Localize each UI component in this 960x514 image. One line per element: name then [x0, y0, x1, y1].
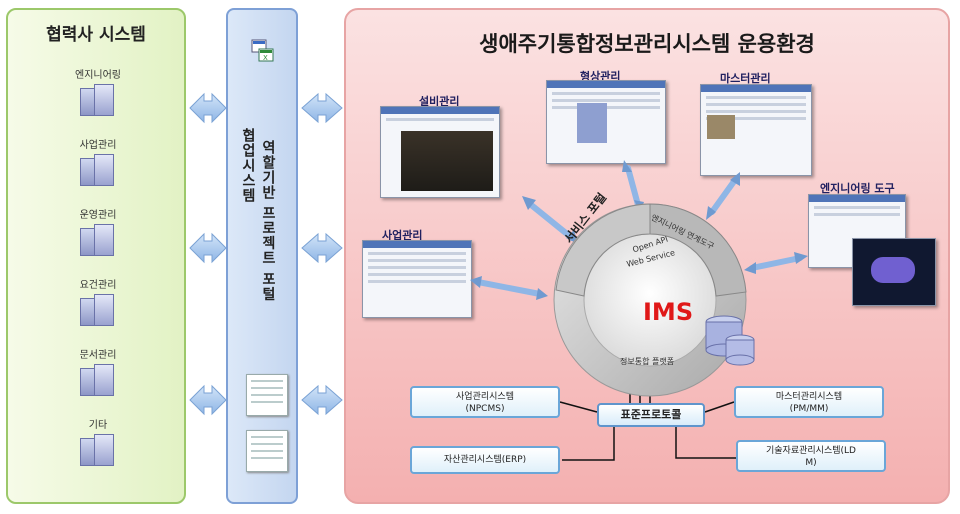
image-screenshot [546, 80, 666, 164]
module-label-master: 마스터관리 [720, 72, 771, 85]
module-label-engineering-tool: 엔지니어링 도구 [820, 182, 895, 195]
partner-item-engineering[interactable]: 엔지니어링 [48, 66, 148, 120]
system-pmmm-label: 마스터관리시스템 [775, 392, 843, 402]
partner-systems-panel: 협력사 시스템 엔지니어링 사업관리 운영관리 요건관리 문서관리 기타 [6, 8, 186, 504]
server-icon [76, 154, 120, 186]
server-icon [76, 434, 120, 466]
business-screenshot [362, 240, 472, 318]
partner-item-operation[interactable]: 운영관리 [48, 206, 148, 260]
double-arrow [749, 255, 803, 271]
system-npcms-label: 사업관리시스템 [456, 392, 514, 402]
partner-item-other[interactable]: 기타 [48, 416, 148, 470]
portal-label-col1: 역할기반 프로젝트 포털 [260, 140, 276, 302]
double-arrow [301, 92, 343, 124]
system-ldm-label-2: M) [805, 458, 817, 468]
double-arrow [709, 177, 738, 215]
database-icon [705, 315, 755, 366]
server-icon [76, 84, 120, 116]
double-arrow [301, 384, 343, 416]
collaboration-portal-panel: X 역할기반 프로젝트 포털 협업시스템 [226, 8, 298, 504]
partner-item-label: 사업관리 [79, 140, 117, 151]
partner-title: 협력사 시스템 [46, 25, 146, 45]
double-arrow [527, 201, 575, 241]
system-erp[interactable]: 자산관리시스템(ERP) [410, 446, 560, 474]
double-arrow [189, 384, 227, 416]
module-label-business: 사업관리 [382, 229, 423, 242]
document-thumbnail [246, 374, 288, 416]
system-pmmm[interactable]: 마스터관리시스템 (PM/MM) [734, 386, 884, 418]
facility-screenshot [380, 106, 500, 198]
partner-item-business[interactable]: 사업관리 [48, 136, 148, 190]
ims-environment-title: 생애주기통합정보관리시스템 운용환경 [479, 32, 815, 56]
partner-item-requirements[interactable]: 요건관리 [48, 276, 148, 330]
partner-item-label: 엔지니어링 [75, 70, 121, 81]
svg-text:X: X [263, 54, 268, 62]
module-label-facility: 설비관리 [419, 95, 460, 108]
portal-label-col2: 협업시스템 [240, 128, 256, 203]
standard-protocol-box: 표준프로토콜 [597, 403, 705, 427]
system-ldm-label-1: 기술자료관리시스템(LD [766, 446, 856, 456]
system-pmmm-code: (PM/MM) [789, 404, 829, 414]
double-arrow [625, 165, 641, 208]
server-icon [76, 224, 120, 256]
master-screenshot [700, 84, 812, 176]
partner-item-label: 문서관리 [79, 350, 117, 361]
double-arrow [301, 232, 343, 264]
engineering-3d-screenshot [852, 238, 936, 306]
document-thumbnail [246, 430, 288, 472]
partner-item-label: 요건관리 [79, 280, 117, 291]
ims-bottom-platform: 정보통합 플랫폼 [620, 357, 675, 366]
excel-icon: X [251, 39, 274, 62]
ims-center-label: IMS [643, 298, 694, 326]
double-arrow [475, 279, 543, 297]
system-ldm[interactable]: 기술자료관리시스템(LD M) [736, 440, 886, 472]
partner-item-label: 운영관리 [79, 210, 117, 221]
double-arrow [189, 232, 227, 264]
system-npcms[interactable]: 사업관리시스템 (NPCMS) [410, 386, 560, 418]
system-erp-label: 자산관리시스템(ERP) [443, 455, 527, 465]
partner-item-label: 기타 [88, 420, 108, 431]
partner-item-documents[interactable]: 문서관리 [48, 346, 148, 400]
system-npcms-code: (NPCMS) [465, 404, 505, 414]
server-icon [76, 364, 120, 396]
module-label-image: 형상관리 [580, 70, 621, 83]
double-arrow [189, 92, 227, 124]
server-icon [76, 294, 120, 326]
